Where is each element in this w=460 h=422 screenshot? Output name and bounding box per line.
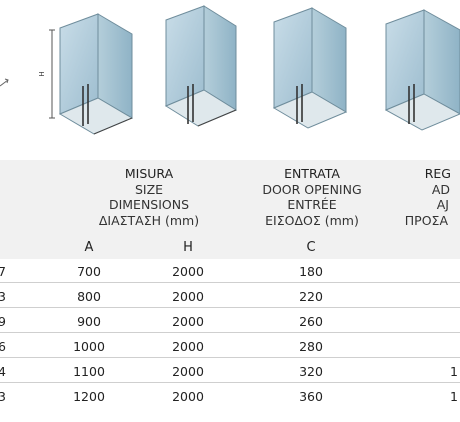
- cell-c: 220: [299, 289, 323, 304]
- header-entrata-line-3: ENTRÉE: [287, 197, 337, 212]
- row-divider: [0, 307, 460, 308]
- cell-a: 1200: [73, 389, 105, 404]
- header-regolazione-line-3: AJ: [436, 197, 449, 212]
- row-edge-value: 6: [0, 339, 6, 354]
- row-divider: [0, 332, 460, 333]
- cell-h: 2000: [172, 364, 204, 379]
- table-row: 6 1000 2000 280: [0, 334, 460, 358]
- row-edge-value: 7: [0, 264, 6, 279]
- row-trailing-value: 1: [450, 389, 458, 404]
- header-misura-line-2: SIZE: [134, 181, 164, 197]
- dimension-arrow-icon: [0, 78, 9, 87]
- header-regolazione-line-4: ΠΡΟΣΑ: [404, 212, 448, 228]
- table-header: [0, 160, 460, 259]
- header-misura-line-4: ΔΙΑΣΤΑΣΗ (mm): [98, 212, 200, 228]
- table-row: 3 800 2000 220: [0, 284, 460, 308]
- cell-c: 260: [299, 314, 323, 329]
- header-misura-line-3: DIMENSIONS: [108, 197, 190, 212]
- header-entrata-line-4: ΕΙΣΟΔΟΣ (mm): [265, 212, 359, 228]
- shower-enclosure-drawings: H: [0, 5, 460, 135]
- subheader-c: C: [306, 240, 316, 255]
- enclosure-diagram-2: [164, 5, 238, 127]
- enclosure-diagram-4: [384, 9, 460, 131]
- row-edge-value: 3: [0, 389, 6, 404]
- row-trailing-value: 1: [450, 364, 458, 379]
- cell-c: 280: [299, 339, 323, 354]
- cell-a: 700: [77, 264, 101, 279]
- cell-a: 1100: [73, 364, 105, 379]
- cell-c: 180: [299, 264, 323, 279]
- product-diagrams: H: [0, 0, 460, 160]
- row-divider: [0, 282, 460, 283]
- header-entrata-line-2: DOOR OPENING: [262, 181, 362, 197]
- header-regolazione: REG AD AJ ΠΡΟΣΑ: [386, 166, 460, 228]
- cell-a: 900: [77, 314, 101, 329]
- table-row: 7 700 2000 180: [0, 259, 460, 283]
- header-entrata: ENTRATA DOOR OPENING ENTRÉE ΕΙΣΟΔΟΣ (mm): [246, 166, 378, 228]
- header-misura: MISURA SIZE DIMENSIONS ΔΙΑΣΤΑΣΗ (mm): [78, 166, 220, 228]
- enclosure-diagram-1: H: [38, 13, 134, 135]
- cell-h: 2000: [172, 314, 204, 329]
- row-edge-value: 4: [0, 364, 6, 379]
- row-edge-value: 9: [0, 314, 6, 329]
- cell-h: 2000: [172, 339, 204, 354]
- header-regolazione-line-1: REG: [424, 166, 451, 181]
- row-divider: [0, 357, 460, 358]
- row-divider: [0, 382, 460, 383]
- cell-a: 800: [77, 289, 101, 304]
- table-row: 4 1100 2000 320 1: [0, 359, 460, 383]
- row-edge-value: 3: [0, 289, 6, 304]
- height-dimension-label: H: [38, 71, 46, 76]
- cell-h: 2000: [172, 289, 204, 304]
- cell-h: 2000: [172, 389, 204, 404]
- header-entrata-line-1: ENTRATA: [284, 166, 340, 181]
- subheader-a: A: [84, 240, 94, 255]
- subheader-h: H: [183, 240, 193, 255]
- cell-a: 1000: [73, 339, 105, 354]
- table-row: 3 1200 2000 360 1: [0, 384, 460, 408]
- header-misura-line-1: MISURA: [124, 166, 174, 181]
- enclosure-diagram-3: [272, 7, 348, 129]
- cell-c: 320: [299, 364, 323, 379]
- cell-c: 360: [299, 389, 323, 404]
- cell-h: 2000: [172, 264, 204, 279]
- table-row: 9 900 2000 260: [0, 309, 460, 333]
- dimensions-table: MISURA SIZE DIMENSIONS ΔΙΑΣΤΑΣΗ (mm) ENT…: [0, 160, 460, 422]
- header-regolazione-line-2: AD: [431, 181, 450, 197]
